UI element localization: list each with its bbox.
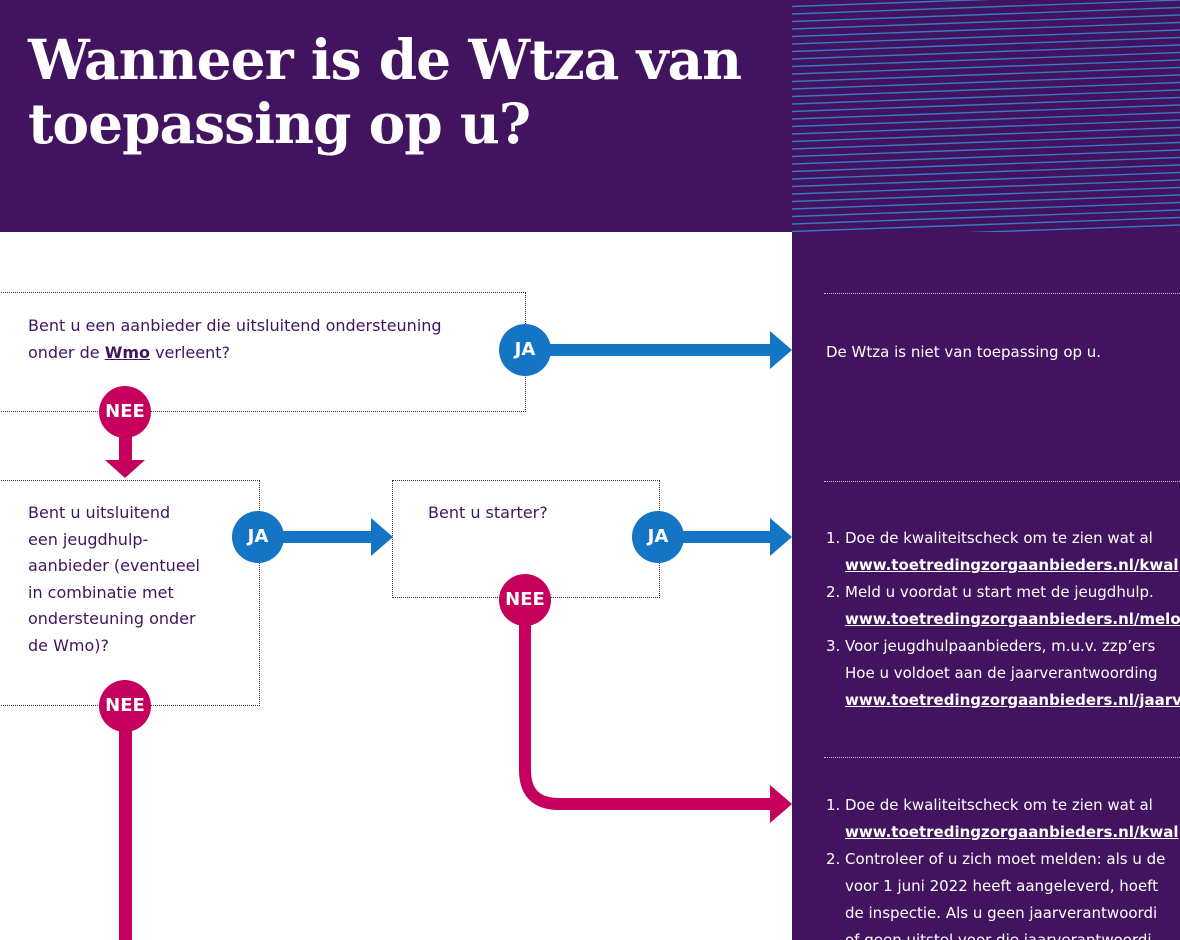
question-2: Bent u uitsluitend een jeugdhulp- aanbie… xyxy=(28,500,248,659)
link[interactable]: www.toetredingzorgaanbieders.nl/kwal xyxy=(845,556,1179,574)
header-banner: Wanneer is de Wtza van toepassing op u? xyxy=(0,0,792,232)
question-2-line: aanbieder (eventueel xyxy=(28,556,200,575)
question-1-text: onder de xyxy=(28,342,105,362)
item-text: de inspectie. Als u geen jaarverantwoord… xyxy=(845,904,1158,922)
ja-badge: JA xyxy=(499,324,551,376)
stripe-line xyxy=(792,194,1180,210)
stripe-line xyxy=(792,51,1180,68)
answer-2-item: 2. Meld u voordat u start met de jeugdhu… xyxy=(826,579,1180,633)
stripe-line xyxy=(792,156,1180,173)
item-text: of geen uitstel voor die jaarverantwoord… xyxy=(845,931,1152,940)
stripe-line xyxy=(792,104,1180,120)
arrow-head xyxy=(770,518,792,556)
stripe-line xyxy=(792,164,1180,180)
page-title-line-1: Wanneer is de Wtza van xyxy=(28,27,742,92)
divider xyxy=(824,481,1180,482)
stripe-line xyxy=(792,29,1180,45)
stripe-line xyxy=(792,134,1180,150)
arrow-line xyxy=(119,728,132,940)
stripe-line xyxy=(792,81,1180,98)
page-title-line-2: toepassing op u? xyxy=(28,91,531,156)
ja-badge: JA xyxy=(232,511,284,563)
divider xyxy=(824,293,1180,294)
arrow-head xyxy=(371,518,393,556)
item-text: Doe de kwaliteitscheck om te zien wat al xyxy=(845,529,1153,547)
item-text: Hoe u voldoet aan de jaarverantwoording xyxy=(845,664,1158,682)
question-2-line: ondersteuning onder xyxy=(28,609,196,628)
item-text: Controleer of u zich moet melden: als u … xyxy=(845,850,1166,868)
answer-3: 1. Doe de kwaliteitscheck om te zien wat… xyxy=(826,792,1178,940)
stripe-line xyxy=(792,201,1180,218)
answer-2: 1. Doe de kwaliteitscheck om te zien wat… xyxy=(826,525,1180,714)
question-1: Bent u een aanbieder die uitsluitend ond… xyxy=(28,313,498,366)
page-title: Wanneer is de Wtza van toepassing op u? xyxy=(28,27,742,156)
stripe-line xyxy=(792,44,1180,60)
divider xyxy=(824,757,1180,758)
answer-1: De Wtza is niet van toepassing op u. xyxy=(826,343,1102,361)
arrow-head xyxy=(770,785,792,823)
question-2-line: een jeugdhulp- xyxy=(28,529,149,549)
answer-2-item: 3. Voor jeugdhulpaanbieders, m.u.v. zzp’… xyxy=(826,633,1180,714)
answer-2-item: 1. Doe de kwaliteitscheck om te zien wat… xyxy=(826,525,1180,579)
stripe-line xyxy=(792,186,1180,203)
link[interactable]: www.toetredingzorgaanbieders.nl/melo xyxy=(845,610,1180,628)
arrow-line xyxy=(280,531,374,543)
stripe-line xyxy=(792,126,1180,143)
item-number: 2. xyxy=(826,583,841,601)
wmo-link[interactable]: Wmo xyxy=(104,342,150,362)
question-2-line: Bent u uitsluitend xyxy=(28,503,171,522)
arrow-line xyxy=(119,436,132,464)
stripe-line xyxy=(792,179,1180,195)
question-2-line: de Wmo)? xyxy=(28,635,110,655)
item-text: voor 1 juni 2022 heeft aangeleverd, hoef… xyxy=(845,877,1159,895)
stripe-line xyxy=(792,36,1180,53)
arrow-line xyxy=(545,344,773,356)
arrow-line xyxy=(519,620,773,810)
stripe-line xyxy=(792,21,1180,38)
item-number: 2. xyxy=(826,850,841,868)
arrow-line xyxy=(680,531,773,543)
answer-3-item: 1. Doe de kwaliteitscheck om te zien wat… xyxy=(826,792,1178,846)
question-1-text: verleent? xyxy=(150,342,231,362)
nee-badge: NEE xyxy=(99,680,151,732)
stripe-line xyxy=(792,96,1180,113)
question-3: Bent u starter? xyxy=(428,503,548,522)
item-number: 1. xyxy=(826,796,841,814)
stripe-line xyxy=(792,89,1180,105)
stripe-line xyxy=(792,14,1180,30)
arrow-head xyxy=(770,331,792,369)
stripe-line xyxy=(966,224,1180,232)
link[interactable]: www.toetredingzorgaanbieders.nl/kwal xyxy=(845,823,1179,841)
arrow-head xyxy=(105,460,145,478)
nee-badge: NEE xyxy=(99,386,151,438)
answer-3-item: 2. Controleer of u zich moet melden: als… xyxy=(826,846,1178,940)
ja-badge: JA xyxy=(632,511,684,563)
stripe-pattern xyxy=(792,0,1180,232)
stripe-line xyxy=(792,216,1180,232)
item-text: Voor jeugdhulpaanbieders, m.u.v. zzp’ers xyxy=(845,637,1156,655)
stripe-line xyxy=(792,141,1180,158)
stripe-line xyxy=(792,111,1180,128)
decorative-stripes xyxy=(792,0,1180,232)
stripe-line xyxy=(792,149,1180,165)
item-number: 3. xyxy=(826,637,841,655)
stripe-line xyxy=(792,0,992,8)
stripe-line xyxy=(792,59,1180,75)
stripe-line xyxy=(792,119,1180,135)
item-text: Meld u voordat u start met de jeugdhulp. xyxy=(845,583,1154,601)
stripe-line xyxy=(792,209,1180,225)
item-number: 1. xyxy=(826,529,841,547)
nee-badge: NEE xyxy=(499,574,551,626)
question-2-line: in combinatie met xyxy=(28,582,174,602)
item-text: Doe de kwaliteitscheck om te zien wat al xyxy=(845,796,1153,814)
stripe-line xyxy=(792,66,1180,83)
stripe-line xyxy=(792,74,1180,90)
question-1-text: Bent u een aanbieder die uitsluitend ond… xyxy=(28,316,442,335)
answer-panel: De Wtza is niet van toepassing op u. 1. … xyxy=(792,232,1180,940)
stripe-line xyxy=(792,171,1180,188)
link[interactable]: www.toetredingzorgaanbieders.nl/jaarv xyxy=(845,691,1180,709)
stripe-line xyxy=(792,6,1180,23)
stripe-line xyxy=(792,0,1180,15)
